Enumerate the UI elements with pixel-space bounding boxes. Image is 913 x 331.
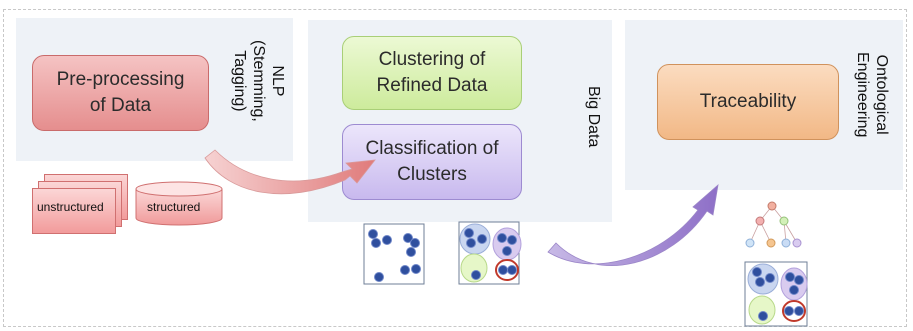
preprocessing-box: Pre-processing of Data <box>32 55 209 131</box>
unclustered-data-plot <box>363 223 425 285</box>
traceability-box: Traceability <box>657 64 839 140</box>
ontology-tree-icon <box>745 201 802 248</box>
clustered-data-plot <box>458 221 522 285</box>
unstructured-doc: unstructured <box>32 188 116 234</box>
structured-database-icon <box>135 181 223 226</box>
flow-arrow-to-traceability <box>547 183 719 266</box>
traceability-label: Traceability <box>699 91 797 113</box>
diagram-frame <box>3 9 907 327</box>
flow-arrow-to-classification <box>204 149 376 195</box>
structured-label: structured <box>147 200 201 214</box>
clustering-label: Clustering of Refined Data <box>376 49 488 96</box>
clustering-box: Clustering of Refined Data <box>342 36 522 110</box>
unstructured-label: unstructured <box>37 200 104 214</box>
ontology-cluster-plot <box>744 261 808 327</box>
classification-label: Classification of Clusters <box>365 138 499 185</box>
preprocessing-label: Pre-processing of Data <box>56 69 185 116</box>
